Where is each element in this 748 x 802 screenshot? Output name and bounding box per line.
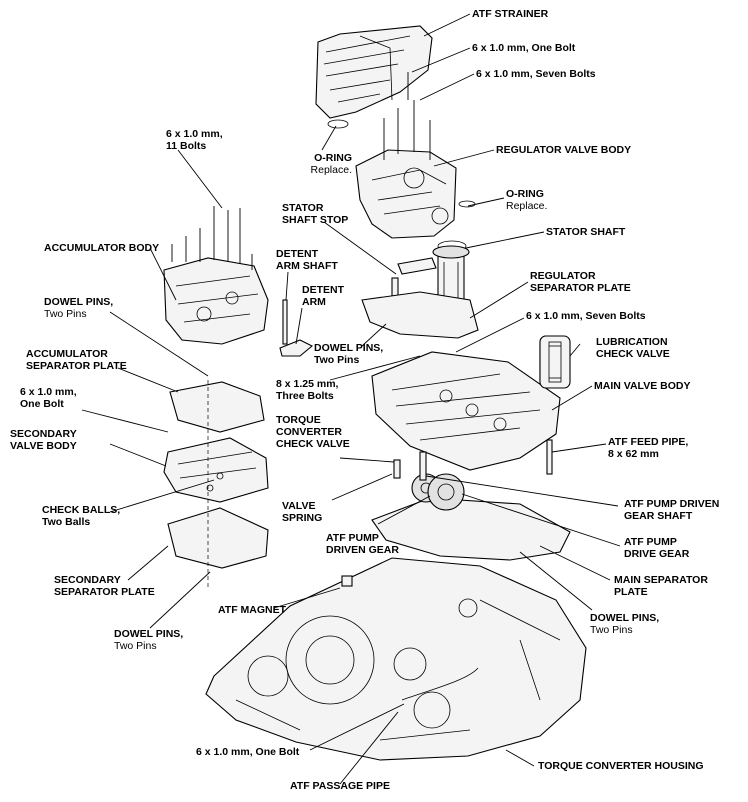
regulator-separator-plate-part: [361, 291, 479, 339]
label-bolt-one-bottom: 6 x 1.0 mm, One Bolt: [196, 746, 300, 758]
main-valve-body-part: [371, 335, 569, 471]
label-atf-strainer: ATF STRAINER: [472, 8, 549, 20]
label-accumulator-body: ACCUMULATOR BODY: [44, 242, 160, 254]
lubrication-check-valve-inset: [539, 335, 571, 389]
leader-lines: [81, 13, 621, 785]
accumulator-separator-plate-part: [169, 381, 265, 433]
label-dowel-pins-low-right: DOWEL PINS,Two Pins: [590, 612, 660, 636]
label-stator-shaft: STATOR SHAFT: [546, 226, 626, 238]
label-atf-passage-pipe: ATF PASSAGE PIPE: [290, 780, 390, 792]
torque-converter-housing-part: [205, 557, 587, 761]
atf-feed-pipe-part: [546, 439, 553, 475]
atf-strainer-part: [315, 25, 433, 129]
secondary-separator-plate-part: [167, 507, 269, 569]
label-bolt-one-top: 6 x 1.0 mm, One Bolt: [472, 42, 576, 54]
label-dowel-pins-low-left: DOWEL PINS,Two Pins: [114, 628, 184, 652]
label-dowel-pins-mid: DOWEL PINS,Two Pins: [314, 342, 384, 366]
main-separator-plate-part: [371, 497, 571, 561]
label-bolt-seven-mid: 6 x 1.0 mm, Seven Bolts: [526, 310, 646, 322]
label-main-valve-body: MAIN VALVE BODY: [594, 380, 691, 392]
secondary-valve-body-part: [163, 437, 269, 503]
label-regulator-valve-body: REGULATOR VALVE BODY: [496, 144, 632, 156]
label-dowel-pins-left: DOWEL PINS,Two Pins: [44, 296, 114, 320]
label-bolts-8: 8 x 1.25 mm,Three Bolts: [276, 378, 339, 402]
detent-arm-part: [279, 299, 313, 357]
label-check-balls: CHECK BALLS,Two Balls: [42, 504, 121, 528]
label-bolt-seven-top: 6 x 1.0 mm, Seven Bolts: [476, 68, 596, 80]
atf-pump-gears-part: [393, 451, 465, 511]
label-bolt-one-left: 6 x 1.0 mm,One Bolt: [20, 386, 77, 410]
label-bolts-11: 6 x 1.0 mm,11 Bolts: [166, 128, 223, 152]
accumulator-body-part: [163, 206, 269, 345]
label-torque-converter-housing: TORQUE CONVERTER HOUSING: [538, 760, 704, 772]
label-atf-magnet: ATF MAGNET: [218, 604, 287, 616]
label-atf-feed-pipe: ATF FEED PIPE,8 x 62 mm: [608, 436, 689, 460]
